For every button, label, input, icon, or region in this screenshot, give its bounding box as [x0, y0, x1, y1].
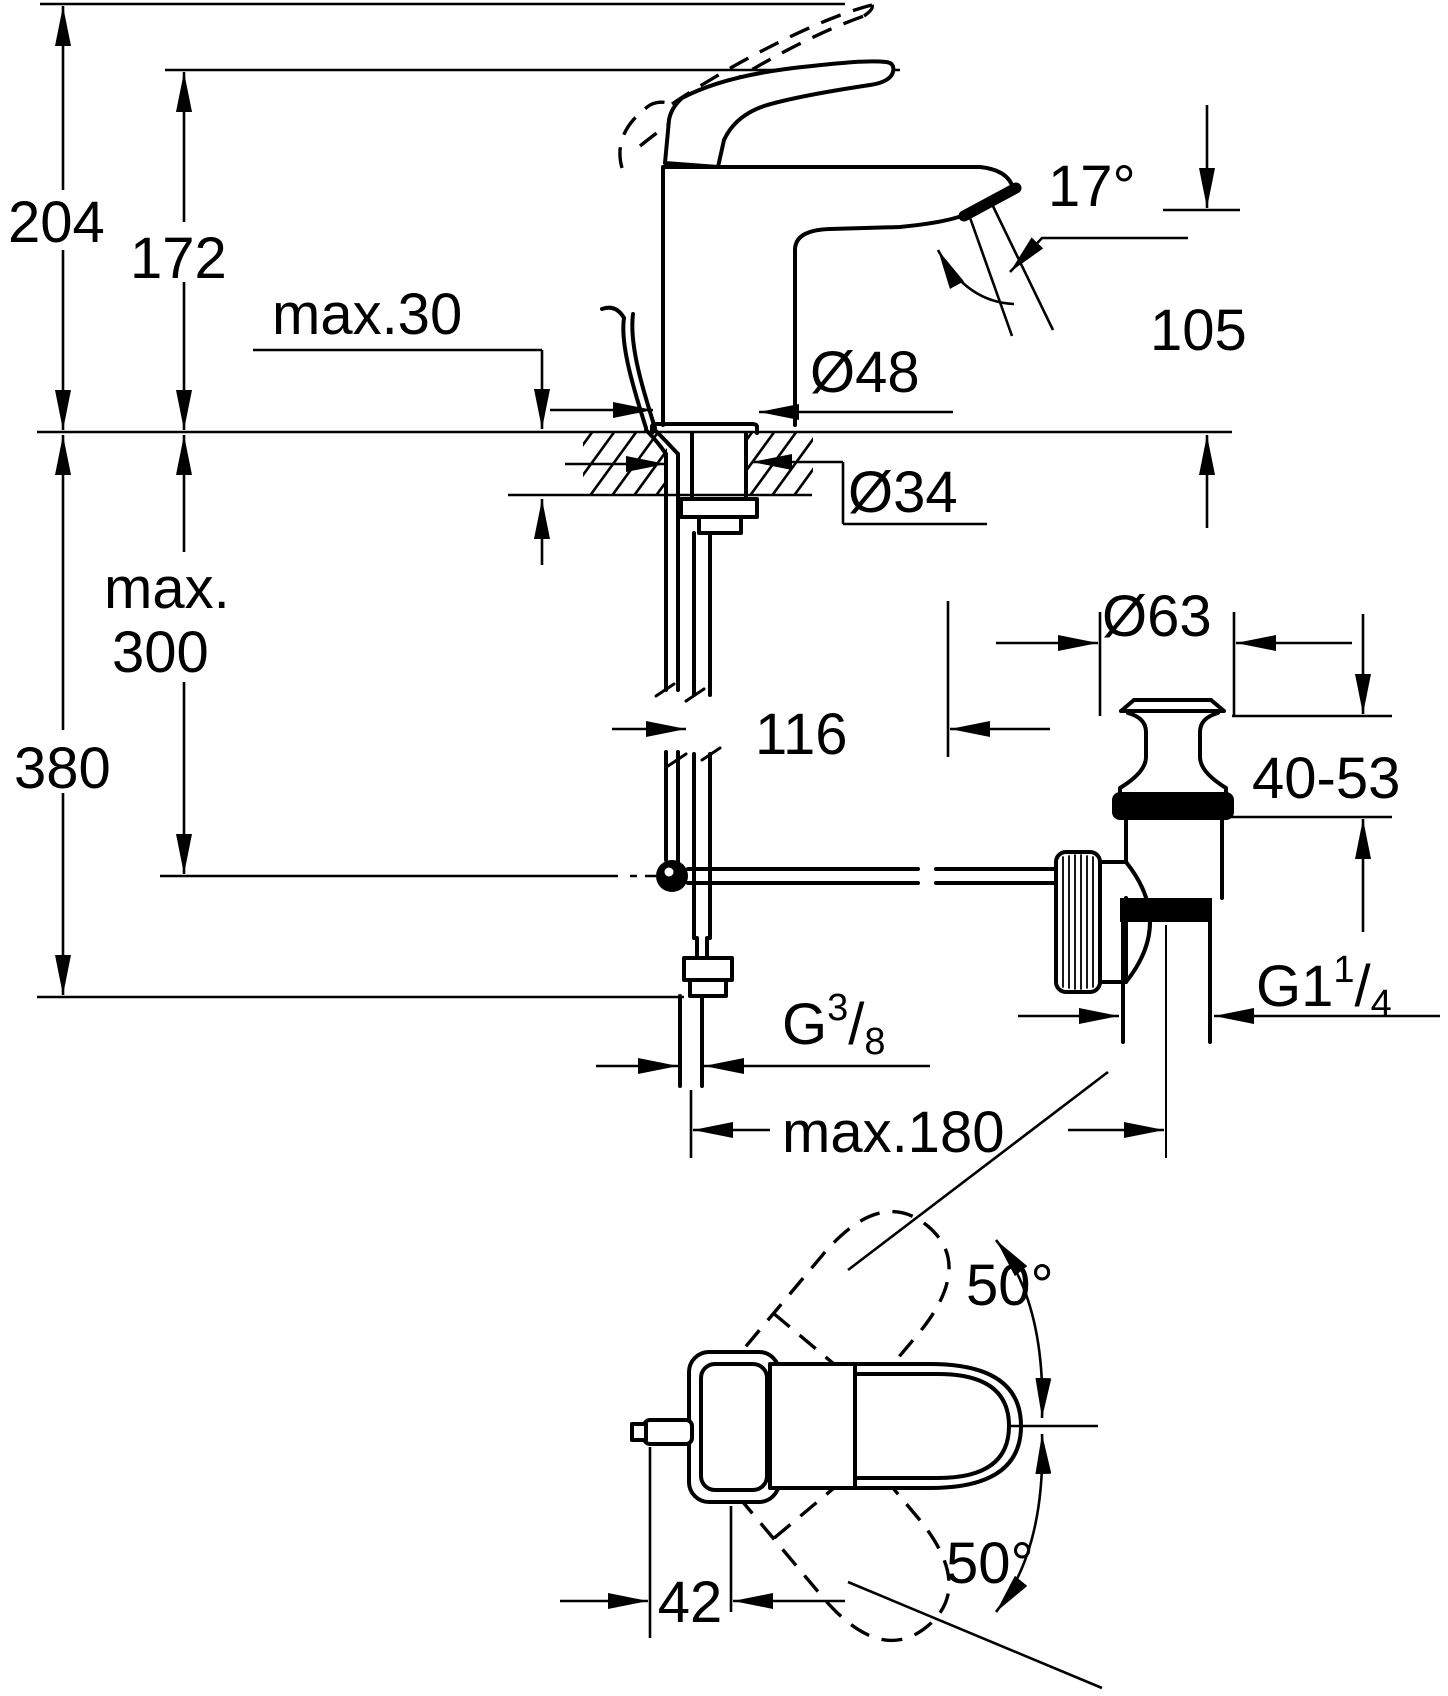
- angle-arc-arrow: [936, 249, 1015, 306]
- locknut: [679, 497, 759, 519]
- aerator-axis-line: [988, 199, 1055, 331]
- plan-handle-pin: [642, 1418, 694, 1446]
- waste-tailpipe: [1121, 920, 1212, 1044]
- swivel-down-axis-line: [847, 1580, 1103, 1690]
- body-height-label: 172: [130, 226, 227, 291]
- base-diameter-label: Ø48: [810, 340, 920, 405]
- supply-connector-nut: [682, 956, 734, 982]
- waste-flange-diameter-label: Ø63: [1102, 584, 1212, 649]
- waste-plug-cap: [1119, 698, 1226, 713]
- dim-g38: G3/8: [596, 987, 930, 1074]
- spout-reach-label: 116: [755, 702, 847, 767]
- waste-adjust-range-label: 40-53: [1252, 746, 1400, 811]
- spout-angle-indication: [936, 199, 1240, 337]
- dim-d34: Ø34: [565, 454, 987, 526]
- linkage-ball-joint: [656, 860, 688, 892]
- mounting-hole-diameter-label: Ø34: [848, 460, 958, 525]
- dim-max30: max.30: [253, 282, 550, 565]
- lever-handle: [663, 59, 896, 169]
- supply-pipe: [678, 531, 734, 1088]
- plan-handle-pin-tip: [630, 1422, 648, 1442]
- dim-17deg-105: 17° 105: [1048, 105, 1247, 528]
- dim-172-max300: 172 max. 300: [104, 72, 230, 874]
- reference-lines: [37, 2, 1232, 999]
- pop-up-linkage: [656, 860, 1060, 892]
- waste-compression-band: [1120, 898, 1212, 922]
- swivel-up-label: 50°: [966, 1253, 1054, 1318]
- dim-d63: Ø63: [996, 584, 1352, 716]
- dim-116: 116: [612, 601, 1050, 767]
- waste-valve-view: [1054, 698, 1234, 1158]
- swivel-down-label: 50°: [946, 1531, 1034, 1596]
- waste-body: [1124, 818, 1224, 900]
- waste-plug-neck: [1126, 711, 1220, 759]
- total-height-label: 204: [8, 190, 105, 255]
- lever-handle-raised-ghost: [618, 3, 875, 169]
- dim-204-380: 204 380: [8, 6, 111, 995]
- overall-depth-label: 380: [14, 736, 111, 801]
- dim-42: 42: [560, 1447, 845, 1638]
- swivel-up-arc-arrow: [994, 1239, 1052, 1419]
- dim-max180: max.180: [689, 1090, 1164, 1165]
- dim-d48: Ø48: [550, 340, 953, 420]
- rod-length-max-label: max.180: [782, 1100, 1004, 1165]
- horizontal-rod: [686, 867, 1060, 885]
- waste-thread-label: G11/4: [1256, 949, 1392, 1025]
- spout-height-label: 105: [1150, 298, 1247, 363]
- swivel-up-axis-line: [847, 1070, 1109, 1272]
- handle-pin-offset-label: 42: [658, 1570, 723, 1635]
- mounting-shank: [679, 431, 759, 535]
- hose-depth-max-label-line1: max.: [104, 556, 230, 621]
- waste-flare: [1118, 755, 1228, 794]
- deck-thickness-label: max.30: [272, 282, 462, 347]
- plan-view: 50° 50° 42: [560, 1070, 1109, 1690]
- knob-knurling: [1062, 854, 1094, 990]
- side-view: [600, 3, 1060, 1088]
- angle-leader-arrow: [1009, 236, 1188, 273]
- dim-40-53: 40-53: [1228, 614, 1400, 932]
- spout-angle-label: 17°: [1048, 154, 1136, 219]
- dim-g1-14: G11/4: [1018, 949, 1440, 1025]
- waste-gasket: [1112, 792, 1234, 820]
- knurled-knob: [1054, 850, 1102, 994]
- supply-thread-label: G3/8: [782, 987, 886, 1063]
- supply-thread-end: [678, 994, 704, 1088]
- swivel-down-arc-arrow: [994, 1433, 1052, 1613]
- stream-line: [966, 211, 1014, 337]
- hose-depth-max-label-line2: 300: [112, 620, 209, 685]
- pop-up-rod: [600, 305, 688, 866]
